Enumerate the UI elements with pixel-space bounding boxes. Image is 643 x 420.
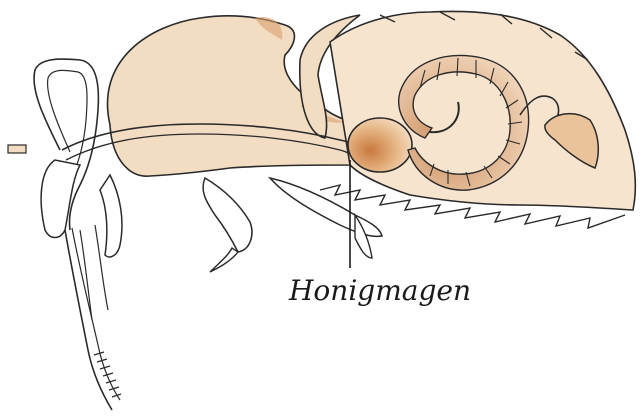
leg-front: [100, 175, 122, 257]
antenna-tip: [8, 145, 26, 153]
proboscis-segments: [94, 352, 121, 397]
honey-stomach-label: Honigmagen: [288, 274, 471, 307]
honey-stomach: [348, 118, 412, 172]
leg-hind: [270, 178, 382, 236]
leg-middle-foot: [210, 248, 238, 272]
mandible: [80, 225, 108, 320]
proboscis: [65, 230, 112, 410]
leg-middle: [203, 178, 252, 252]
